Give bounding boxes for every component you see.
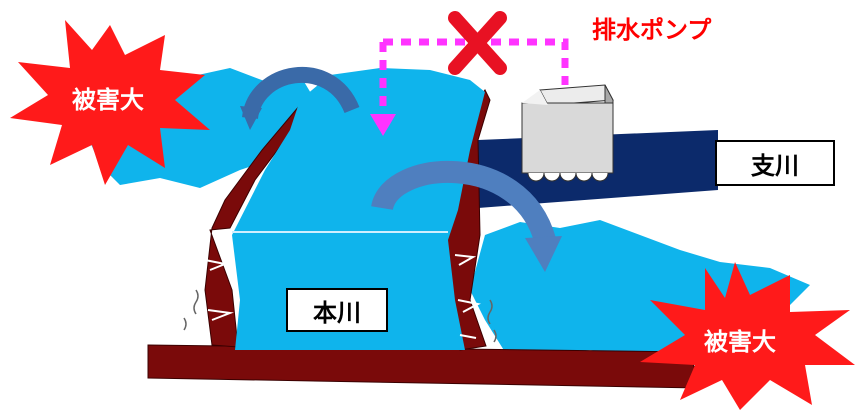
main-river-water bbox=[232, 68, 485, 350]
overflow-arrow-icon bbox=[371, 160, 562, 272]
damage-burst-right bbox=[640, 262, 855, 410]
tremor-lines bbox=[183, 289, 497, 343]
pump-box-icon bbox=[521, 84, 614, 182]
curved-arrow-icon bbox=[240, 66, 360, 130]
main-river-label: 本川 bbox=[286, 288, 388, 332]
damage-label-left: 被害大 bbox=[72, 86, 144, 114]
pump-route-arrowhead bbox=[370, 114, 396, 136]
damage-burst-left bbox=[10, 20, 210, 185]
levee-cracks bbox=[204, 254, 481, 339]
pump-drain-route bbox=[379, 38, 569, 118]
pump-title: 排水ポンプ bbox=[592, 16, 712, 44]
flood-water-right bbox=[470, 220, 810, 358]
cross-icon bbox=[448, 11, 507, 75]
pump-title-box bbox=[578, 5, 823, 47]
damage-label-right: 被害大 bbox=[704, 328, 776, 356]
levee-base bbox=[147, 344, 701, 389]
tributary-label: 支川 bbox=[715, 140, 835, 186]
